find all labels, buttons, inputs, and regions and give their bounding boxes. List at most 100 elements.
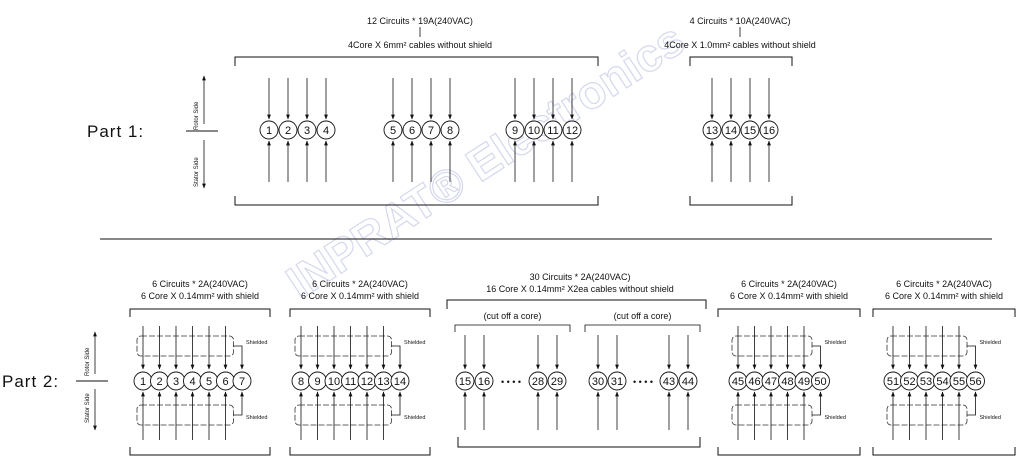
p1-terminal-6-number: 6 — [409, 125, 415, 137]
part2-group5: 6 Circuits * 2A(240VAC) 6 Core X 0.14mm² … — [872, 279, 1016, 456]
p2g2-terminal-14 — [390, 371, 410, 391]
p2g3-cut-label-1: (cut off a core) — [484, 311, 542, 321]
p1-terminal-9 — [505, 120, 525, 140]
p2g3-terminal-28-number: 28 — [532, 376, 544, 388]
p2g3-terminal-16-number: 16 — [478, 376, 490, 388]
p2g5-shielded-bottom: Shielded — [980, 415, 1001, 421]
p1-terminal-11 — [543, 120, 563, 140]
p1-terminal-9-number: 9 — [512, 125, 518, 137]
p1-terminal-10-number: 10 — [528, 125, 540, 137]
p2g4-shielded-top: Shielded — [825, 340, 846, 346]
p2g3-terminal-16 — [474, 371, 494, 391]
p1-terminal-12-number: 12 — [566, 125, 578, 137]
p2g1-terminal-4-number: 4 — [189, 376, 195, 388]
p2g5-terminal-56 — [966, 371, 985, 391]
p2g2-terminal-14-number: 14 — [394, 376, 406, 388]
p2g2-shielded-bottom: Shielded — [404, 415, 425, 421]
p2g3-terminal-30-number: 30 — [592, 376, 604, 388]
p2g5-terminal-56-number: 56 — [969, 376, 981, 388]
p2g2-shielded-top: Shielded — [404, 340, 425, 346]
p1-terminal-12 — [562, 120, 582, 140]
p1-terminal-8 — [440, 120, 460, 140]
p1-terminal-16 — [759, 120, 779, 140]
p1-terminal-2 — [278, 120, 298, 140]
p2g1-terminal-5-number: 5 — [206, 376, 212, 388]
p2g5-terminal-55-number: 55 — [953, 376, 965, 388]
p2g2-terminal-10-number: 10 — [328, 376, 340, 388]
p2g4-shielded-bottom: Shielded — [825, 415, 846, 421]
p2g4-title: 6 Circuits * 2A(240VAC) — [741, 279, 837, 289]
p2g2-terminal-9-number: 9 — [314, 376, 320, 388]
p2g4-terminal-50-number: 50 — [814, 376, 826, 388]
p2g4-terminal-50 — [811, 371, 830, 391]
part1-rotor-side-label: Rotor Side — [194, 101, 200, 130]
p2g1-terminal-2-number: 2 — [156, 376, 162, 388]
part2-group1: 6 Circuits * 2A(240VAC)6 Core X 0.14mm² … — [129, 279, 271, 456]
p2g2-title: 6 Circuits * 2A(240VAC) — [312, 279, 408, 289]
p2g3-terminal-29 — [547, 371, 567, 391]
p2g2-terminal-11-number: 11 — [345, 376, 356, 388]
p2g3-terminal-15-number: 15 — [459, 376, 471, 388]
p2g1-shielded-top: Shielded — [246, 340, 267, 346]
part2-rotor-side-label: Rotor Side — [85, 347, 91, 376]
p2g3-terminal-30 — [588, 371, 608, 391]
p2g1-terminal-1-number: 1 — [140, 376, 146, 388]
p2g4-terminal-47-number: 47 — [765, 376, 777, 388]
p2g5-terminal-54-number: 54 — [936, 376, 948, 388]
p2g3-dots-left: • • • • — [501, 377, 521, 387]
p1-terminal-1 — [259, 120, 279, 140]
p2g3-terminal-43 — [659, 371, 679, 391]
p2g1-title: 6 Circuits * 2A(240VAC) — [152, 279, 248, 289]
p2g3-terminal-44-number: 44 — [682, 376, 694, 388]
part2-group3: 30 Circuits * 2A(240VAC)16 Core X 0.14mm… — [446, 272, 707, 448]
p2g5-terminal-52-number: 52 — [903, 376, 915, 388]
p1-terminal-16-number: 16 — [763, 125, 775, 137]
p2g2-cable: 6 Core X 0.14mm² with shield — [301, 291, 419, 301]
part1-stator-side-label: Stator Side — [194, 157, 200, 187]
p1-terminal-13 — [702, 120, 722, 140]
p2g1-terminal-7 — [232, 371, 252, 391]
part1-groupb-cable: 4Core X 1.0mm² cables without shield — [664, 40, 816, 50]
p1-terminal-1-number: 1 — [266, 125, 272, 137]
part1-groupa-title: 12 Circuits * 19A(240VAC) — [367, 16, 473, 26]
p1-terminal-7-number: 7 — [428, 125, 434, 137]
p2g3-terminal-15 — [455, 371, 475, 391]
p1-terminal-8-number: 8 — [447, 125, 453, 137]
p2g4-terminal-49-number: 49 — [798, 376, 810, 388]
p1-terminal-14 — [721, 120, 741, 140]
p2g4-terminal-48-number: 48 — [781, 376, 793, 388]
part2-section: Part 2: Rotor Side Stator Side 6 Circuit… — [2, 272, 1016, 456]
part2-stator-side-label: Stator Side — [85, 393, 91, 423]
p2g1-terminal-7-number: 7 — [239, 376, 245, 388]
p1-terminal-14-number: 14 — [725, 125, 737, 137]
p2g2-terminal-8-number: 8 — [298, 376, 304, 388]
p2g1-terminal-3-number: 3 — [173, 376, 179, 388]
p2g2-terminal-12-number: 12 — [361, 376, 373, 388]
part2-group2: 6 Circuits * 2A(240VAC) 6 Core X 0.14mm² … — [289, 279, 431, 456]
p1-terminal-15 — [740, 120, 760, 140]
p2g5-terminal-51-number: 51 — [887, 376, 899, 388]
p1-terminal-2-number: 2 — [285, 125, 291, 137]
p1-terminal-6 — [402, 120, 422, 140]
p2g5-cable: 6 Core X 0.14mm² with shield — [885, 291, 1003, 301]
p2g3-title: 30 Circuits * 2A(240VAC) — [530, 272, 631, 282]
p1-terminal-10 — [524, 120, 544, 140]
p1-terminal-11-number: 11 — [547, 125, 558, 137]
p1-terminal-3-number: 3 — [304, 125, 310, 137]
p2g5-shielded-top: Shielded — [980, 340, 1001, 346]
p1-terminal-13-number: 13 — [706, 125, 718, 137]
p1-terminal-4 — [316, 120, 336, 140]
part1-section: Part 1: Rotor Side Stator Side 12 Circui… — [87, 16, 816, 206]
p2g2-terminal-13-number: 13 — [377, 376, 389, 388]
part1-label: Part 1: — [87, 122, 144, 141]
p2g5-title: 6 Circuits * 2A(240VAC) — [896, 279, 992, 289]
part2-label: Part 2: — [2, 372, 59, 391]
p1-terminal-5-number: 5 — [390, 125, 396, 137]
part2-group4: 6 Circuits * 2A(240VAC)6 Core X 0.14mm² … — [717, 279, 861, 456]
p2g3-terminal-31 — [607, 371, 627, 391]
p2g3-dots-right: • • • • — [633, 377, 653, 387]
